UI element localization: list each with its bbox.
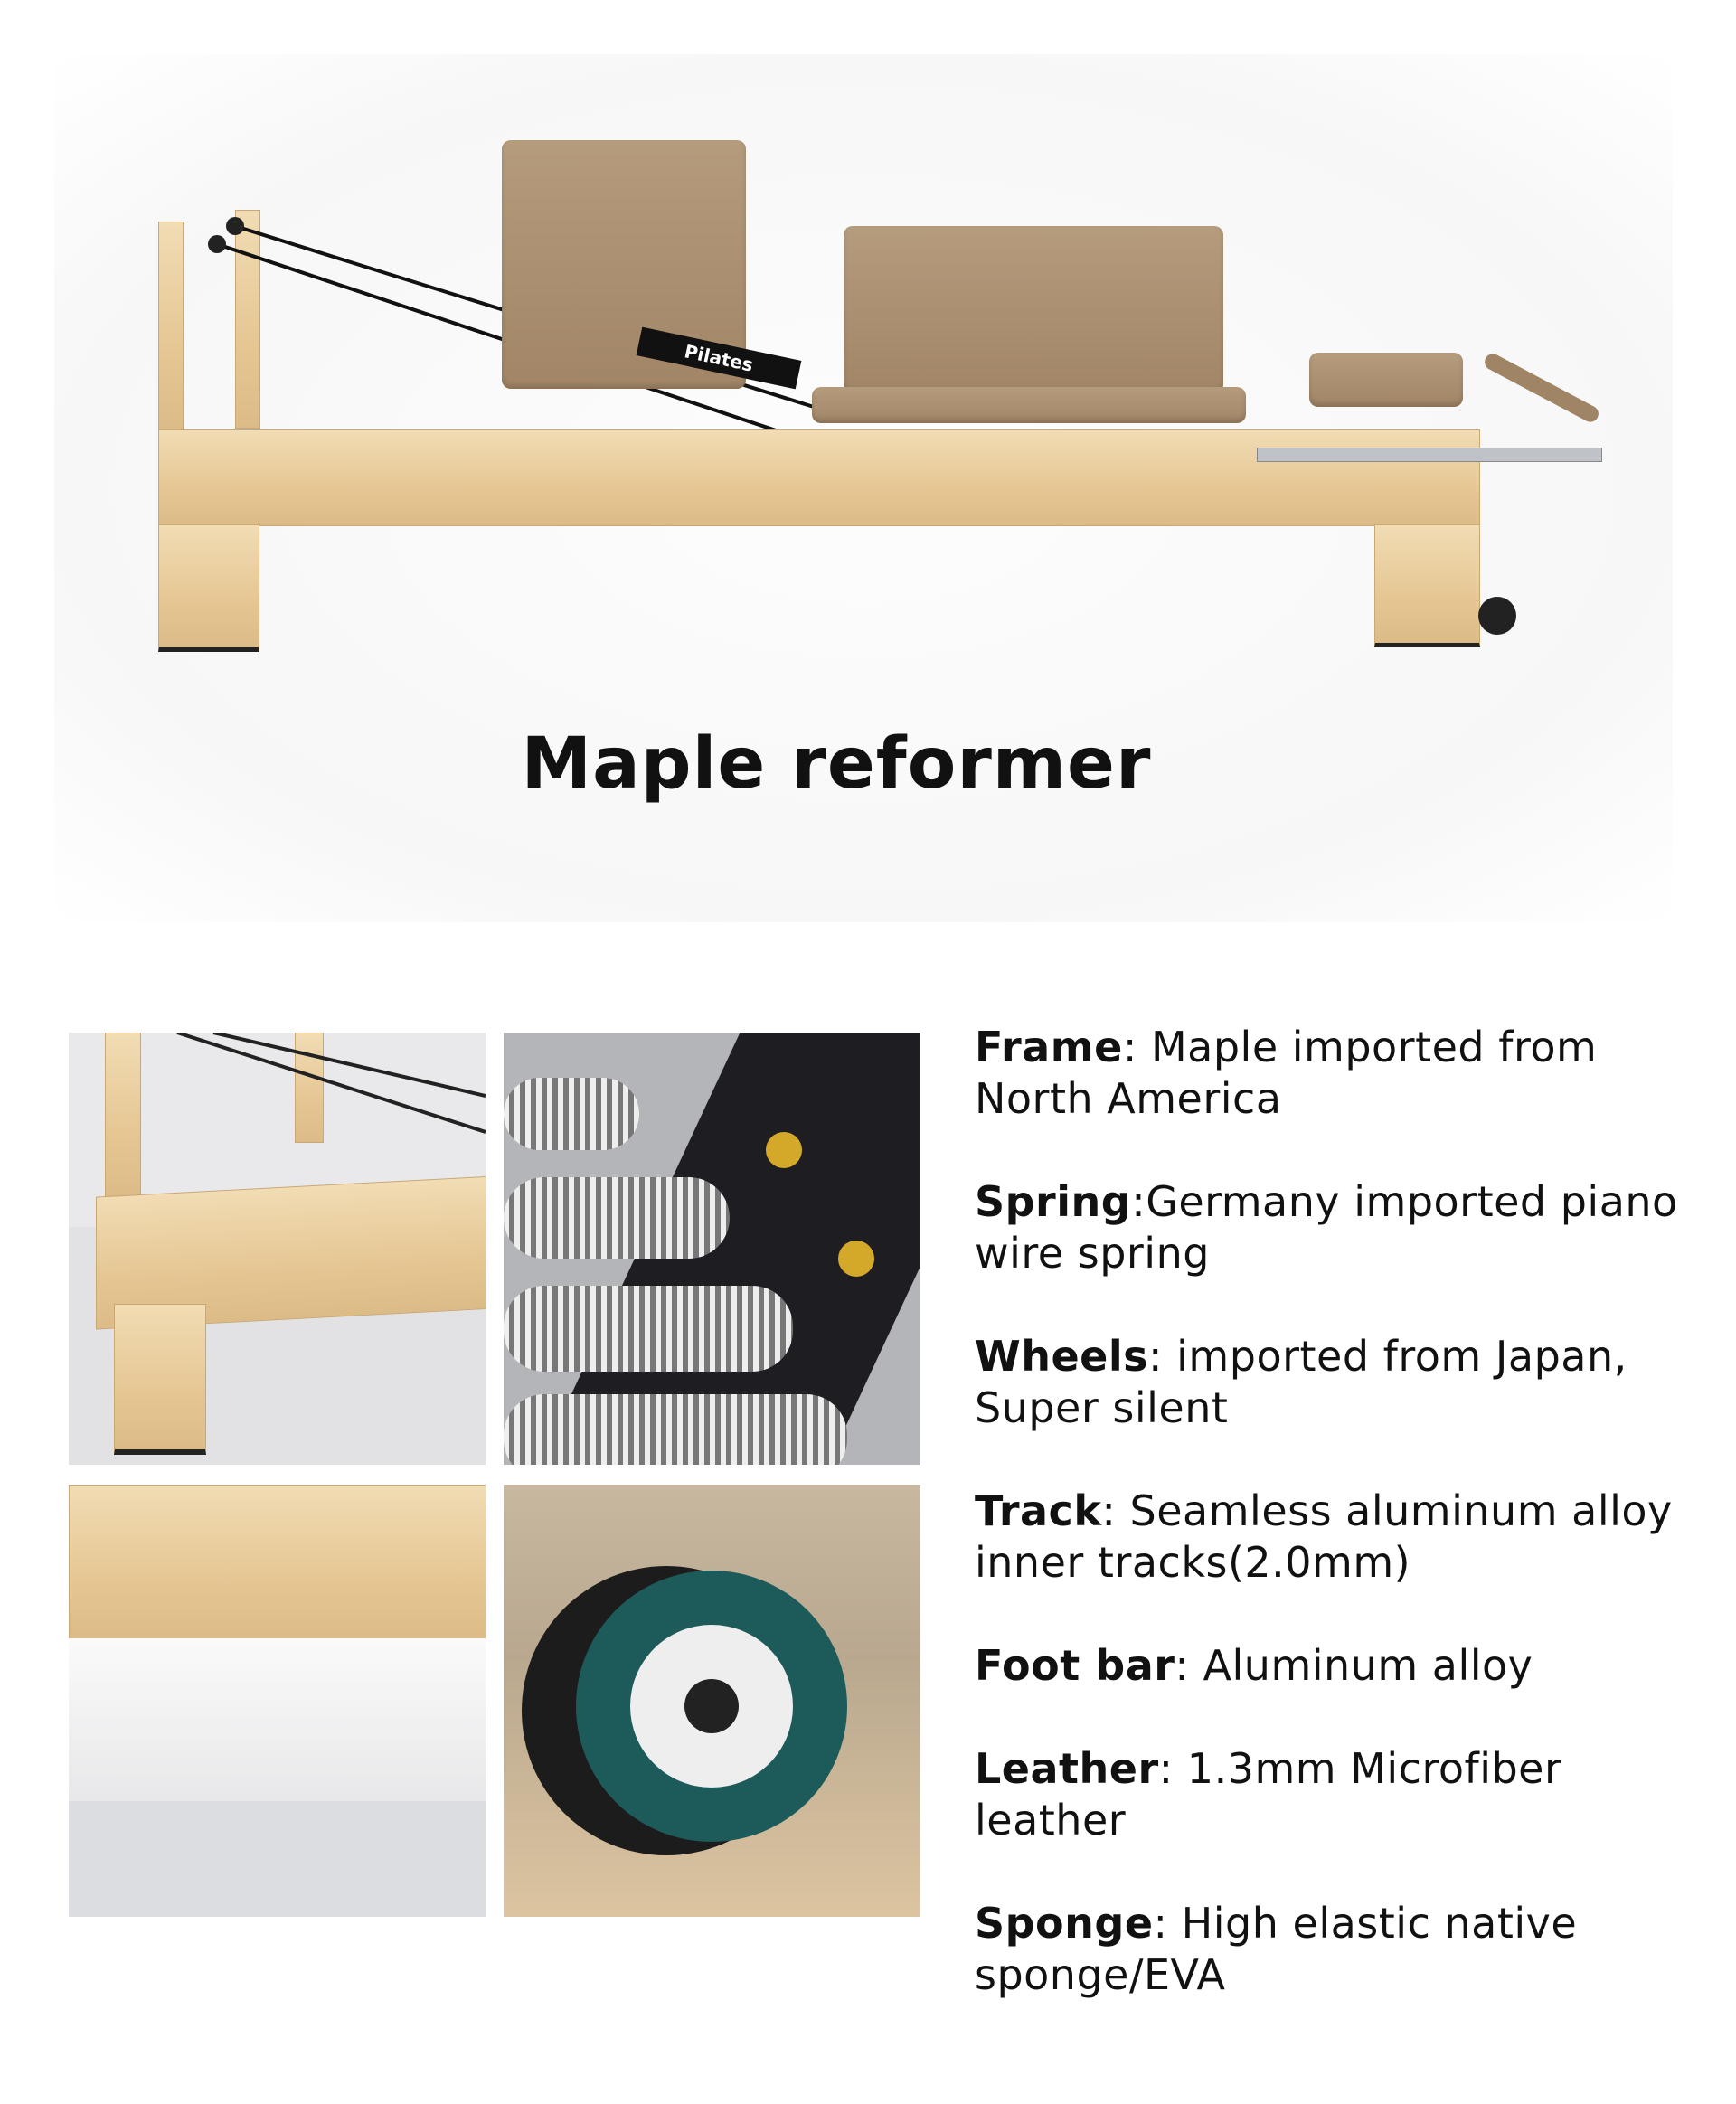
spec-sponge: Sponge: High elastic native sponge/EVA <box>975 1898 1725 2001</box>
spec-label: Wheels <box>975 1332 1149 1381</box>
spec-label: Leather <box>975 1744 1159 1793</box>
spec-track: Track: Seamless aluminum alloy inner tra… <box>975 1486 1725 1589</box>
spec-sep: : <box>1175 1641 1203 1690</box>
spec-label: Foot bar <box>975 1641 1175 1690</box>
spec-sep: : <box>1122 1023 1151 1071</box>
spec-value: imported from Japan, Super silent <box>975 1332 1628 1432</box>
spec-wheels: Wheels: imported from Japan, Super silen… <box>975 1331 1725 1434</box>
spec-value: 1.3mm Microfiber leather <box>975 1744 1562 1845</box>
spec-value: High elastic native sponge/EVA <box>975 1899 1578 1999</box>
spec-value: Maple imported from North America <box>975 1023 1598 1123</box>
spec-label: Spring <box>975 1177 1132 1226</box>
spec-sep: : <box>1131 1177 1146 1226</box>
spec-list: Frame: Maple imported from North America… <box>975 1022 1725 2052</box>
spec-sep: : <box>1101 1486 1130 1535</box>
spec-spring: Spring:Germany imported piano wire sprin… <box>975 1176 1725 1279</box>
track-detail-photo <box>69 1485 486 1917</box>
frame-detail-photo <box>69 1033 486 1465</box>
page-title: Maple reformer <box>521 723 1152 805</box>
spec-sep: : <box>1153 1899 1182 1948</box>
spec-sep: : <box>1158 1744 1187 1793</box>
spec-label: Track <box>975 1486 1102 1535</box>
spec-leather: Leather: 1.3mm Microfiber leather <box>975 1743 1725 1846</box>
spec-frame: Frame: Maple imported from North America <box>975 1022 1725 1125</box>
hero-product-image: Pilates <box>54 54 1673 922</box>
spec-value: Aluminum alloy <box>1203 1641 1533 1690</box>
wheel-detail-photo <box>504 1485 920 1917</box>
spec-foot-bar: Foot bar: Aluminum alloy <box>975 1640 1725 1692</box>
spec-value: Seamless aluminum alloy inner tracks(2.0… <box>975 1486 1673 1587</box>
spec-label: Sponge <box>975 1899 1154 1948</box>
spring-detail-photo <box>504 1033 920 1465</box>
spec-label: Frame <box>975 1023 1123 1071</box>
spec-sep: : <box>1148 1332 1177 1381</box>
spec-value: Germany imported piano wire spring <box>975 1177 1678 1278</box>
